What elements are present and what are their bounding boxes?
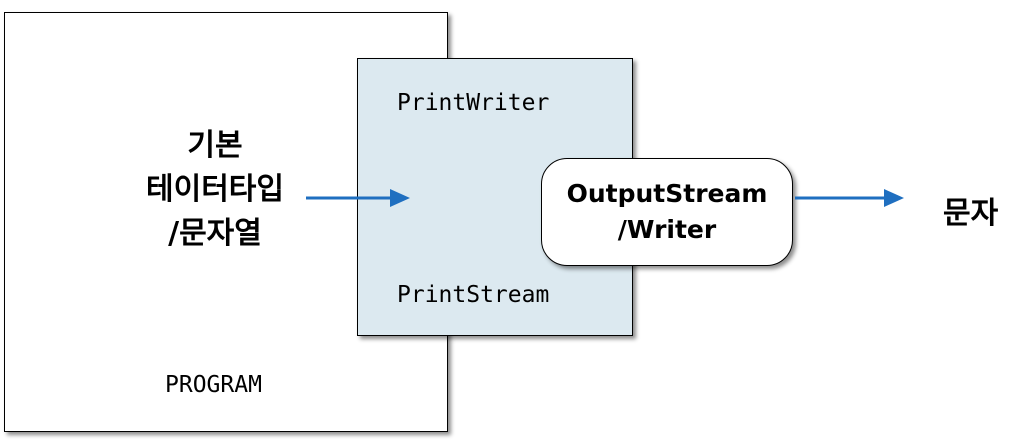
output-stream-label-line-2: /Writer — [617, 215, 717, 244]
output-label: 문자 — [943, 196, 999, 231]
print-stream-label: PrintStream — [397, 282, 550, 308]
output-arrow-head — [884, 189, 904, 207]
input-label-line-2: 테이터타입 — [146, 172, 284, 207]
output-stream-node: OutputStream /Writer — [541, 158, 793, 266]
print-writer-label: PrintWriter — [397, 90, 550, 116]
input-arrow-head — [390, 189, 410, 207]
output-stream-label-line-1: OutputStream — [566, 179, 768, 208]
input-label-line-1: 기본 — [187, 128, 243, 163]
input-label: 기본 테이터타입 /문자열 — [140, 124, 290, 256]
program-label: PROGRAM — [165, 372, 262, 398]
input-label-line-3: /문자열 — [168, 216, 262, 251]
